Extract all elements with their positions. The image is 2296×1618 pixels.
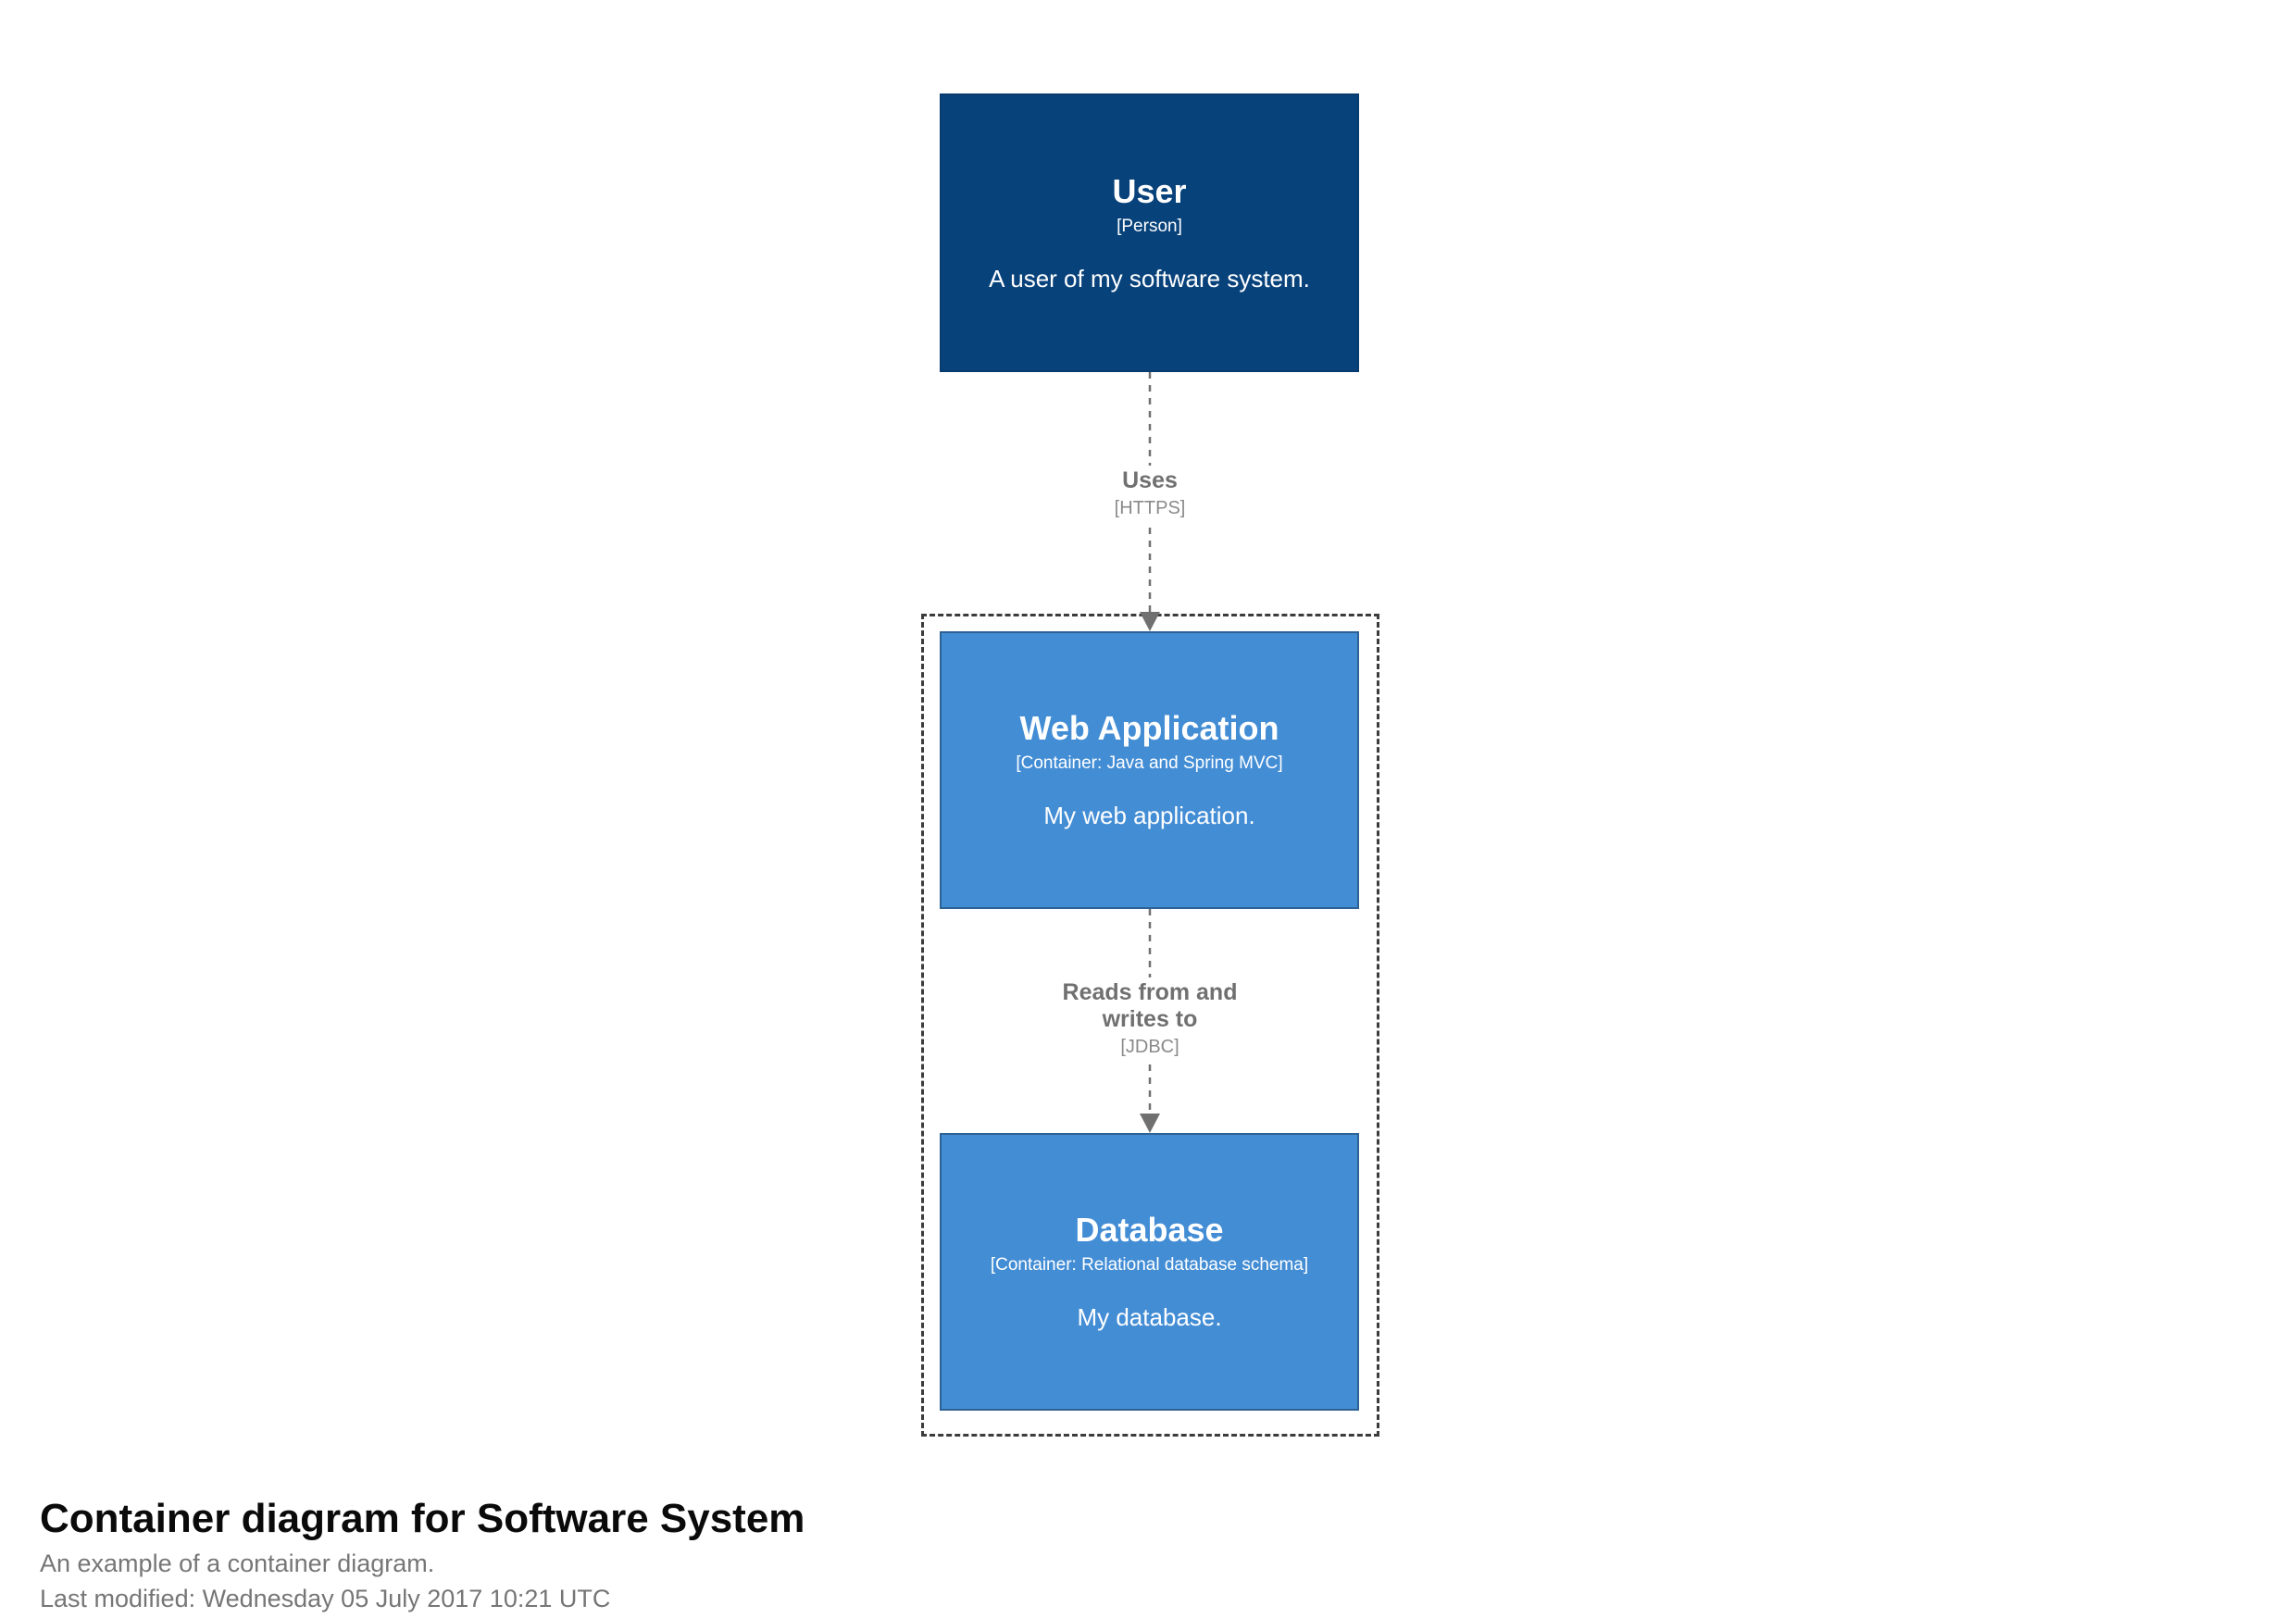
element-database[interactable]: Database [Container: Relational database…	[940, 1133, 1359, 1411]
relationship-name: Uses	[1122, 467, 1178, 493]
element-metadata: [Container: Java and Spring MVC]	[1016, 753, 1283, 774]
diagram-subtitle: An example of a container diagram.	[40, 1549, 435, 1577]
element-metadata: [Container: Relational database schema]	[990, 1255, 1309, 1276]
relationship-name-line-2: writes to	[1102, 1006, 1198, 1032]
element-description: A user of my software system.	[989, 264, 1310, 292]
element-name: User	[1112, 171, 1187, 210]
element-name: Database	[1075, 1211, 1224, 1250]
element-metadata: [Person]	[1117, 216, 1182, 236]
element-description: My web application.	[1043, 802, 1255, 830]
element-name: Web Application	[1019, 709, 1279, 748]
diagram-last-modified: Last modified: Wednesday 05 July 2017 10…	[40, 1584, 611, 1612]
relationship-technology: [JDBC]	[1120, 1037, 1179, 1057]
relationship-label-uses[interactable]: Uses [HTTPS]	[1104, 466, 1195, 522]
element-web-application[interactable]: Web Application [Container: Java and Spr…	[940, 631, 1359, 909]
relationship-technology: [HTTPS]	[1114, 498, 1186, 518]
element-description: My database.	[1077, 1303, 1222, 1332]
relationship-label-reads-writes[interactable]: Reads from and writes to [JDBC]	[1053, 977, 1247, 1061]
diagram-footer: Container diagram for Software System An…	[40, 1496, 805, 1613]
element-user[interactable]: User [Person] A user of my software syst…	[940, 93, 1359, 372]
relationship-name-line-1: Reads from and	[1062, 979, 1238, 1005]
diagram-title: Container diagram for Software System	[40, 1496, 805, 1541]
